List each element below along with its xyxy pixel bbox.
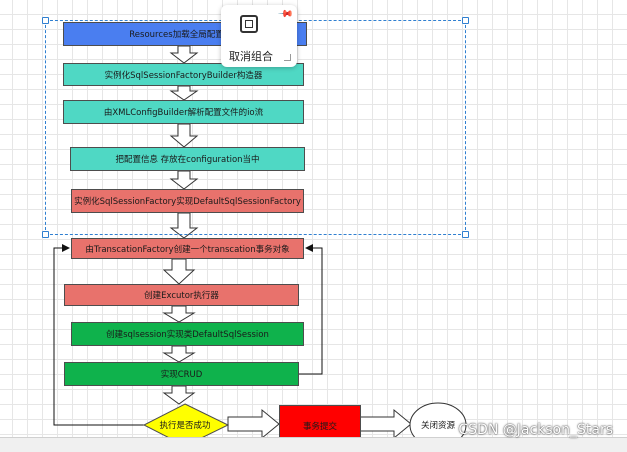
arrow-store-to-factory [169, 170, 199, 190]
arrow-decision-to-commit [227, 408, 280, 440]
arrow-sqlsession-to-crud [162, 345, 196, 363]
arrow-commit-to-close [359, 408, 412, 440]
node-close-label: 关闭资源 [420, 421, 455, 431]
node-commit-label: 事务提交 [302, 421, 337, 432]
horizontal-scrollbar[interactable] [0, 437, 627, 452]
arrow-builder-to-parse [169, 85, 199, 101]
node-decision[interactable]: 执行是否成功 [150, 417, 220, 433]
ungroup-icon[interactable] [240, 15, 258, 33]
popup-resize-corner-icon [284, 54, 291, 61]
node-crud[interactable]: 实现CRUD [64, 362, 299, 386]
arrow-executor-to-sqlsession [162, 305, 196, 323]
loop-back-connector [298, 244, 323, 375]
arrow-transaction-to-executor [162, 258, 196, 285]
node-store[interactable]: 把配置信息 存放在configuration当中 [70, 147, 305, 171]
node-decision-label: 执行是否成功 [159, 421, 211, 431]
watermark: CSDN @Jackson_Stars [458, 422, 613, 438]
node-crud-label: 实现CRUD [160, 370, 203, 380]
arrow-factory-to-transaction [169, 212, 199, 239]
ungroup-popup[interactable]: 取消组合 📌 [221, 5, 297, 67]
resize-handle-top-right[interactable] [462, 17, 469, 24]
resize-handle-bottom-left[interactable] [42, 231, 49, 238]
node-sqlsession-label: 创建sqlsession实现类DefaultSqlSession [106, 330, 269, 340]
node-close[interactable]: 关闭资源 [414, 417, 462, 433]
node-parse[interactable]: 由XMLConfigBuilder解析配置文件的io流 [63, 100, 304, 124]
ungroup-label[interactable]: 取消组合 [229, 50, 273, 63]
node-parse-label: 由XMLConfigBuilder解析配置文件的io流 [103, 108, 264, 118]
arrow-parse-to-store [169, 123, 199, 148]
node-resources-label: Resources加载全局配置文件 [129, 30, 241, 40]
node-transaction[interactable]: 由TranscationFactory创建一个transcation事务对象 [71, 238, 304, 259]
block-arrows [162, 45, 412, 440]
node-executor-label: 创建Excutor执行器 [144, 291, 219, 301]
node-sqlsession[interactable]: 创建sqlsession实现类DefaultSqlSession [71, 322, 304, 346]
node-factory-label: 实例化SqlSessionFactory实现DefaultSqlSessionF… [74, 197, 301, 207]
failure-connector [53, 244, 150, 426]
node-transaction-label: 由TranscationFactory创建一个transcation事务对象 [85, 244, 290, 255]
node-factory[interactable]: 实例化SqlSessionFactory实现DefaultSqlSessionF… [71, 189, 304, 213]
arrow-resources-to-builder [169, 45, 199, 64]
node-store-label: 把配置信息 存放在configuration当中 [115, 155, 260, 165]
resize-handle-top-left[interactable] [42, 17, 49, 24]
node-executor[interactable]: 创建Excutor执行器 [64, 284, 299, 306]
node-builder-label: 实例化SqlSessionFactoryBuilder构造器 [104, 70, 263, 81]
arrow-crud-to-decision [162, 385, 196, 405]
node-builder[interactable]: 实例化SqlSessionFactoryBuilder构造器 [63, 63, 304, 86]
pin-icon[interactable]: 📌 [276, 6, 294, 23]
resize-handle-bottom-right[interactable] [462, 231, 469, 238]
